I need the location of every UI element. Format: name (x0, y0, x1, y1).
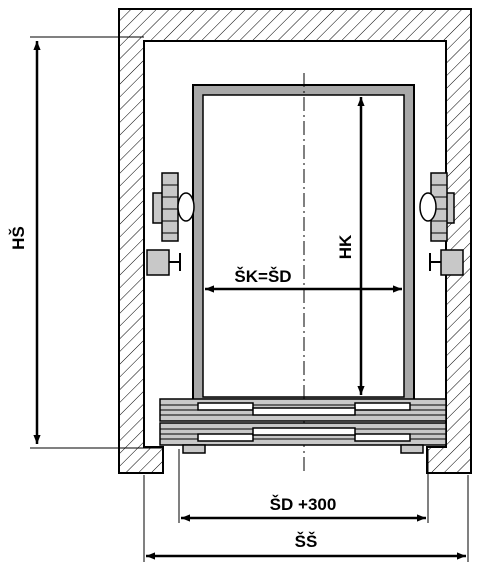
shaft-height-dimension (30, 36, 163, 449)
door-width-plus-dimension (178, 449, 429, 523)
door-width-plus-label: ŠD +300 (270, 495, 337, 514)
car-height-label: HK (336, 234, 355, 259)
shaft-width-label: ŠŠ (295, 532, 318, 551)
landing-door-panels (159, 422, 447, 454)
car-width-label: ŠK=ŠD (234, 267, 291, 286)
right-door-operator (429, 249, 464, 276)
right-guide-rail (419, 172, 455, 242)
shaft-wall (118, 8, 472, 474)
left-guide-rail (152, 172, 195, 242)
left-door-operator (146, 249, 181, 276)
car-door-panels (159, 398, 447, 422)
shaft-width-dimension (143, 475, 469, 562)
shaft-height-label: HŠ (9, 226, 28, 250)
